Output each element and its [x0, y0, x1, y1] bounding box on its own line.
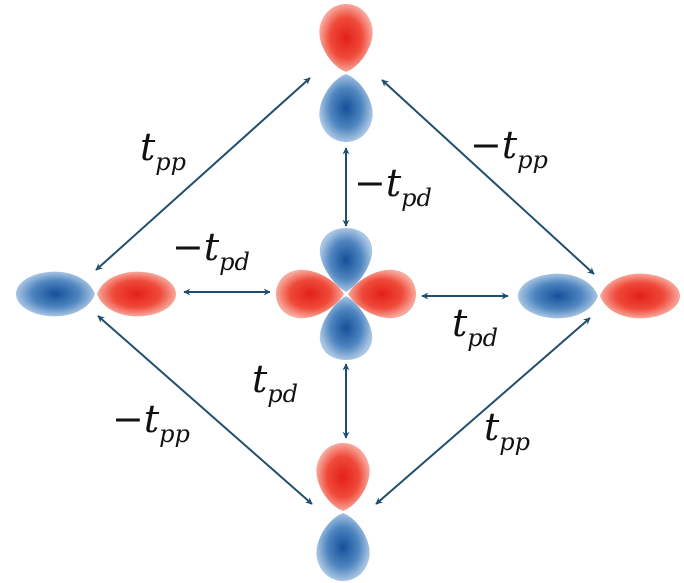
p-orbital-bottom — [316, 443, 370, 581]
arrow-bottom-right — [375, 317, 591, 505]
lobe-left-positive — [97, 271, 176, 317]
lobe-center-bottom-negative — [319, 296, 373, 360]
lobe-center-right-positive — [348, 269, 416, 319]
d-orbital-center — [276, 228, 416, 360]
lobe-center-left-positive — [276, 269, 344, 319]
lobe-center-top-negative — [319, 228, 373, 292]
lobe-top-positive — [319, 4, 373, 72]
label-center-top: −tpd — [354, 161, 432, 212]
label-top-right: −tpp — [470, 123, 548, 174]
lobe-bottom-negative — [316, 513, 370, 581]
lobe-left-negative — [16, 271, 95, 317]
p-orbital-left — [16, 271, 176, 317]
lobe-right-positive — [600, 273, 680, 319]
p-orbital-right — [518, 273, 680, 319]
hopping-labels: tpp −tpp −tpp tpp −tpd −tpd tpd tpd — [112, 123, 548, 456]
lobe-top-negative — [319, 74, 373, 142]
lobe-right-negative — [518, 273, 598, 319]
hopping-arrows — [95, 77, 595, 505]
label-center-bottom: tpd — [252, 357, 298, 408]
lobe-bottom-positive — [316, 443, 370, 511]
arrow-top-left — [95, 77, 311, 271]
label-center-left: −tpd — [172, 225, 250, 276]
p-orbital-top — [319, 4, 373, 142]
label-bottom-left: −tpp — [112, 397, 190, 448]
arrow-bottom-left — [97, 315, 313, 505]
label-top-left: tpp — [140, 125, 186, 176]
arrow-top-right — [381, 79, 595, 275]
label-bottom-right: tpp — [484, 405, 530, 456]
label-center-right: tpd — [452, 301, 498, 352]
